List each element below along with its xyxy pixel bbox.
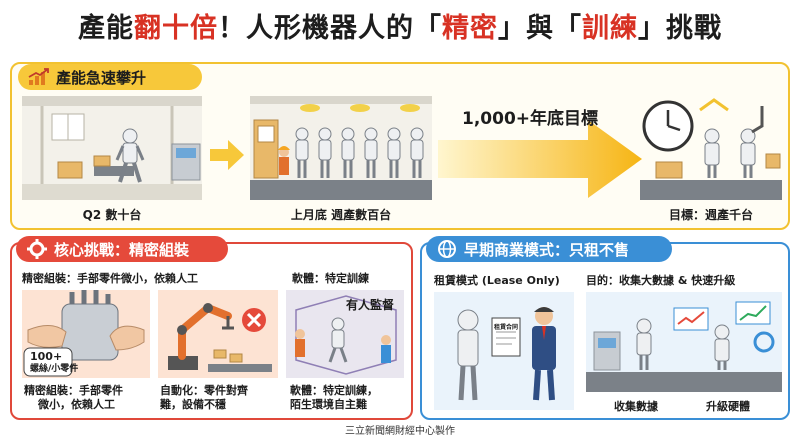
capacity-header: 產能急速攀升	[18, 64, 202, 90]
stage1-caption: Q2 數十台	[82, 208, 142, 222]
title-part2: 翻十倍	[134, 13, 218, 44]
data-collection-illustration	[586, 292, 782, 392]
business-header: 早期商業模式：只租不售	[426, 236, 672, 262]
robot-arm-error-illustration	[158, 290, 278, 378]
capacity-header-label: 產能急速攀升	[56, 68, 147, 87]
business-header-label: 早期商業模式：只租不售	[464, 240, 630, 259]
challenge-top-label-right: 軟體：特定訓練	[292, 272, 369, 285]
challenge-caption1-line2: 微小，依賴人工	[38, 398, 115, 411]
footer-credit: 三立新聞網財經中心製作	[345, 426, 455, 436]
progress-arrow-icon	[210, 140, 244, 170]
lease-handshake-illustration	[434, 292, 574, 410]
title-part7: 」挑戰	[638, 13, 722, 44]
gear-icon	[27, 239, 47, 259]
title-part1: 產能	[78, 13, 134, 44]
caption-upgrade-hardware: 升級硬體	[706, 400, 750, 413]
parts-badge-line2: 螺絲/小零件	[30, 364, 79, 374]
title-part4: 精密	[442, 13, 498, 44]
page-title: 產能翻十倍！人形機器人的「精密」與「訓練」挑戰	[0, 6, 800, 45]
challenge-header-label: 核心挑戰：精密組裝	[54, 240, 190, 259]
challenge-top-label-left: 精密組裝：手部零件微小，依賴人工	[22, 272, 198, 285]
stage3-caption: 目標：週產千台	[668, 208, 753, 222]
goal-label: 1,000+年底目標	[462, 109, 599, 129]
stage3-goal-scene	[640, 98, 782, 200]
stage2-caption: 上月底 週產數百台	[290, 208, 392, 222]
caption-collect-data: 收集數據	[614, 400, 658, 413]
supervised-training-illustration	[286, 290, 404, 378]
stage2-assembly-line-scene	[250, 96, 432, 200]
supervised-label: 有人監督	[346, 298, 395, 312]
title-part3: ！人形機器人的「	[218, 13, 442, 44]
challenge-caption1-line1: 精密組裝：手部零件	[24, 384, 123, 397]
contract-text: 租賃合同	[494, 324, 519, 331]
business-left-label: 租賃模式 (Lease Only)	[434, 274, 560, 287]
challenge-header: 核心挑戰：精密組裝	[16, 236, 228, 262]
challenge-caption3-line1: 軟體：特定訓練，	[290, 384, 378, 397]
parts-badge-line1: 100+	[30, 350, 63, 363]
challenge-caption2-line2: 難，設備不穩	[160, 398, 226, 411]
challenge-caption3-line2: 陌生環境自主難	[290, 398, 367, 411]
title-part5: 」與「	[498, 13, 582, 44]
hand-assembly-illustration	[22, 290, 150, 378]
challenge-caption2-line1: 自動化：零件對齊	[160, 384, 248, 397]
big-growth-arrow-icon	[438, 120, 642, 198]
business-right-label: 目的：收集大數據 & 快速升級	[586, 274, 736, 287]
rising-chart-icon	[28, 68, 49, 85]
title-part6: 訓練	[582, 13, 638, 44]
stage1-factory-scene	[22, 96, 202, 200]
globe-icon	[438, 240, 456, 258]
